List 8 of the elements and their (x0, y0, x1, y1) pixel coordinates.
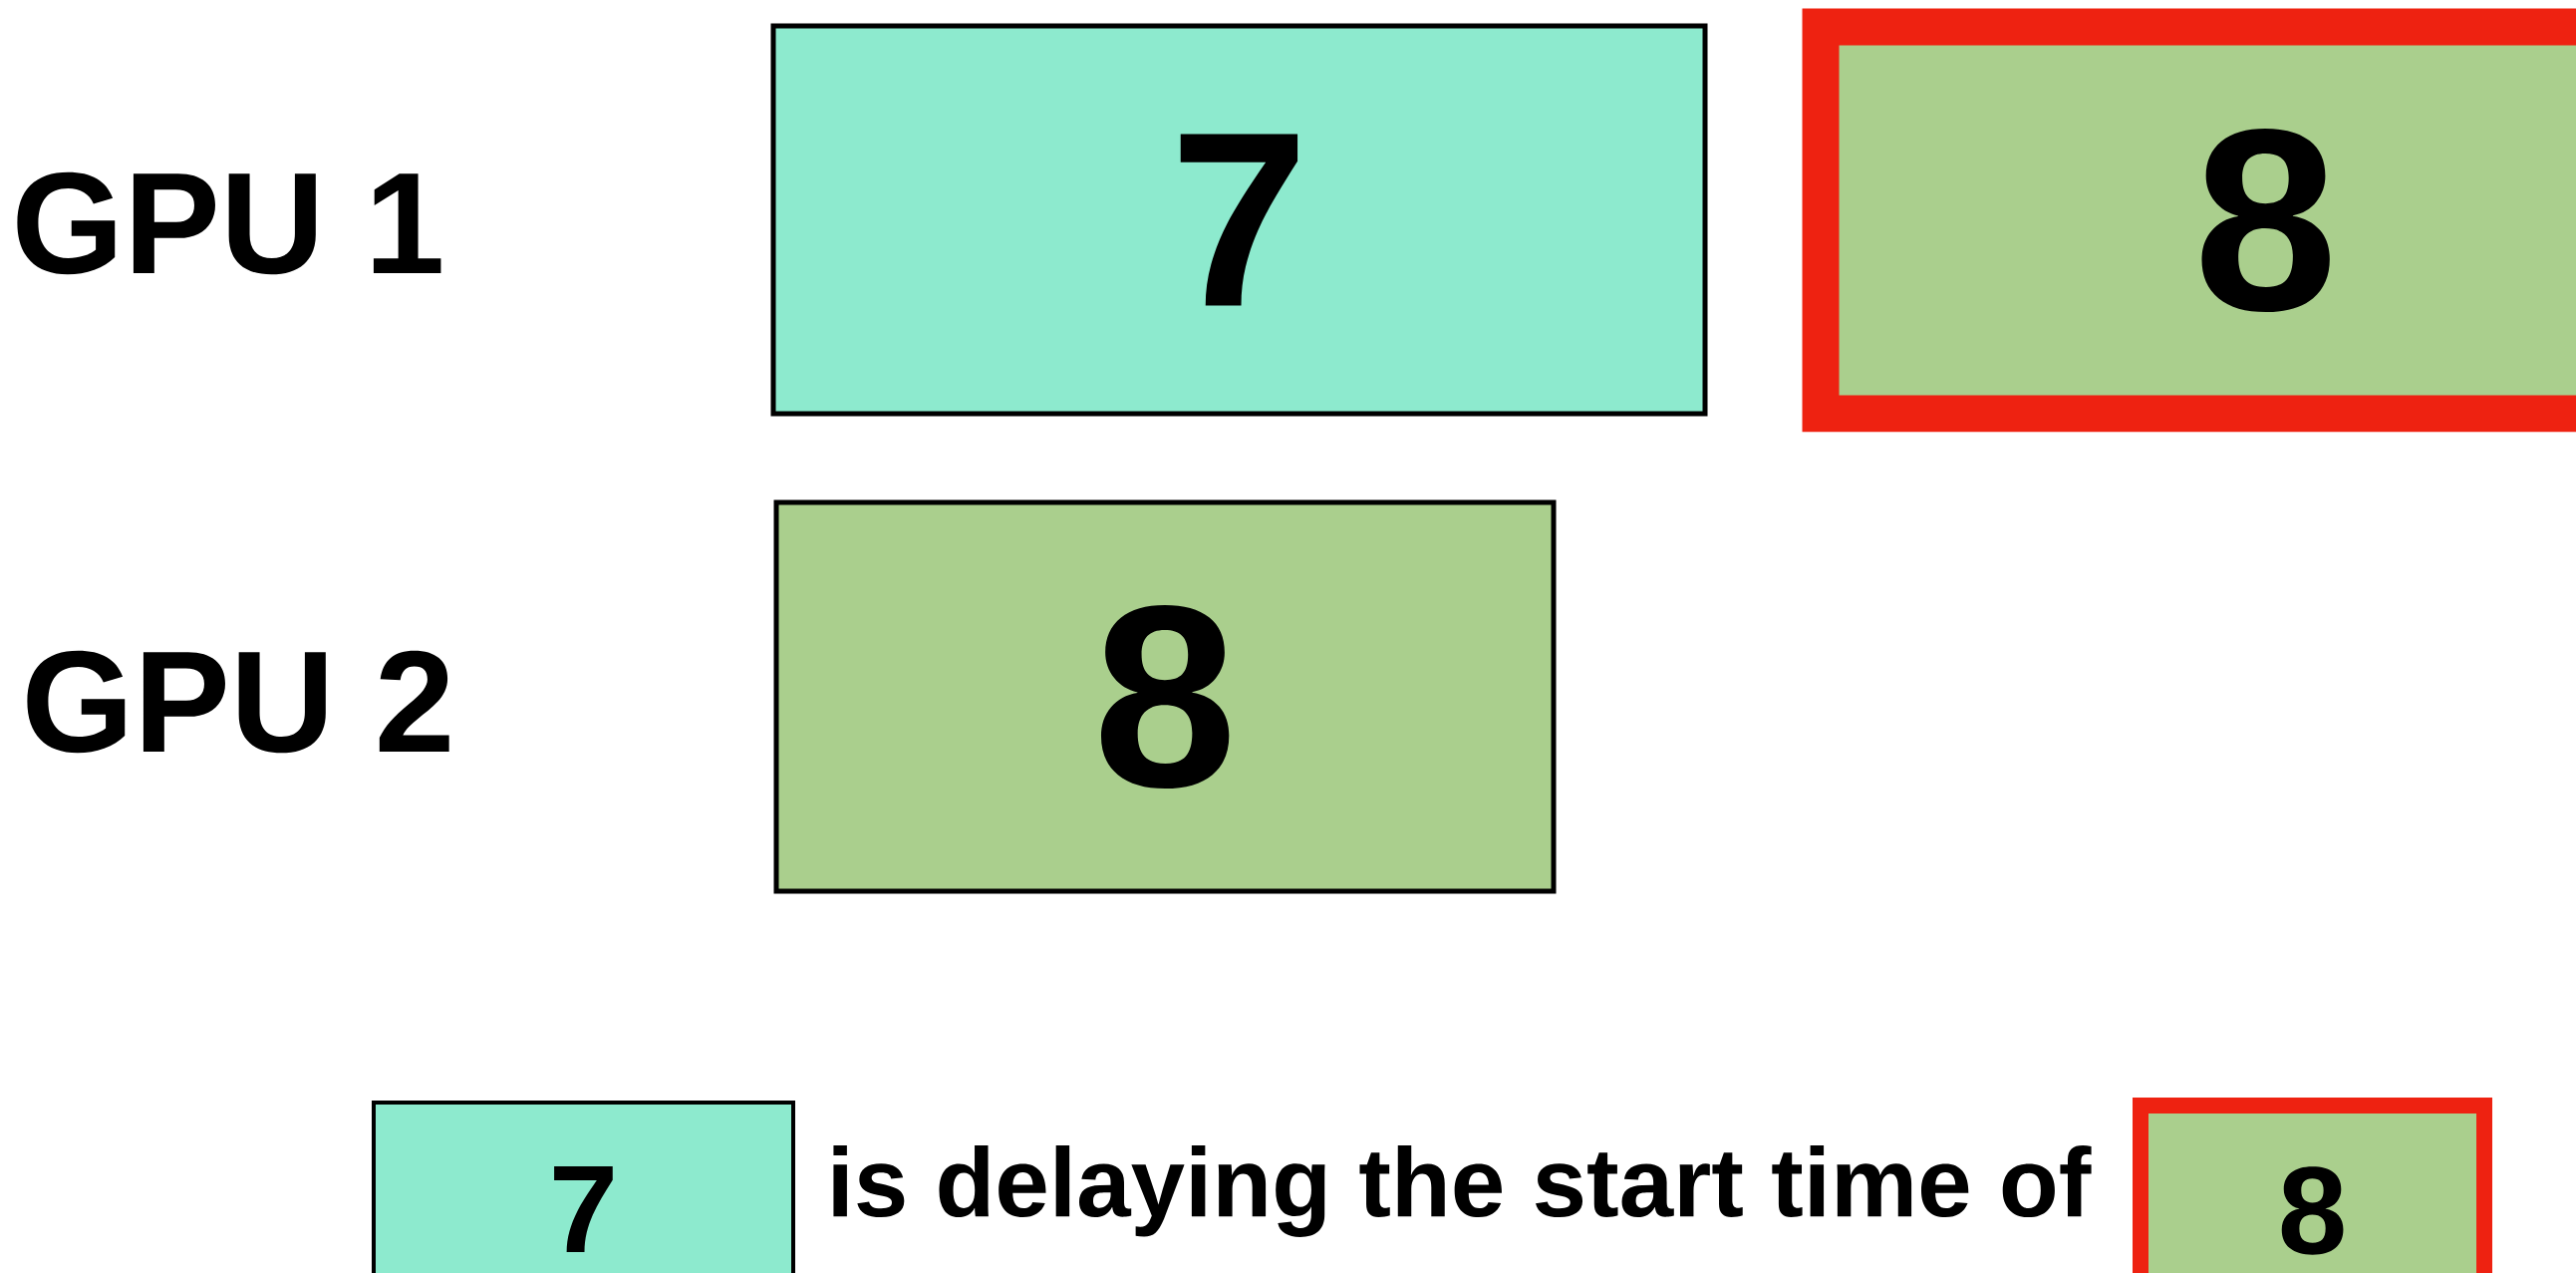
task-box: 7 (372, 1101, 795, 1273)
row-label: GPU 1 (17, 171, 441, 275)
highlighted-task-box: 8 (2133, 1098, 2493, 1273)
highlighted-task-box: 8 (1802, 8, 2576, 433)
row-label: GPU 2 (27, 650, 449, 754)
task-box: 8 (773, 499, 1557, 894)
task-box: 7 (770, 23, 1708, 417)
legend-text: is delaying the start time of (833, 1145, 2092, 1237)
